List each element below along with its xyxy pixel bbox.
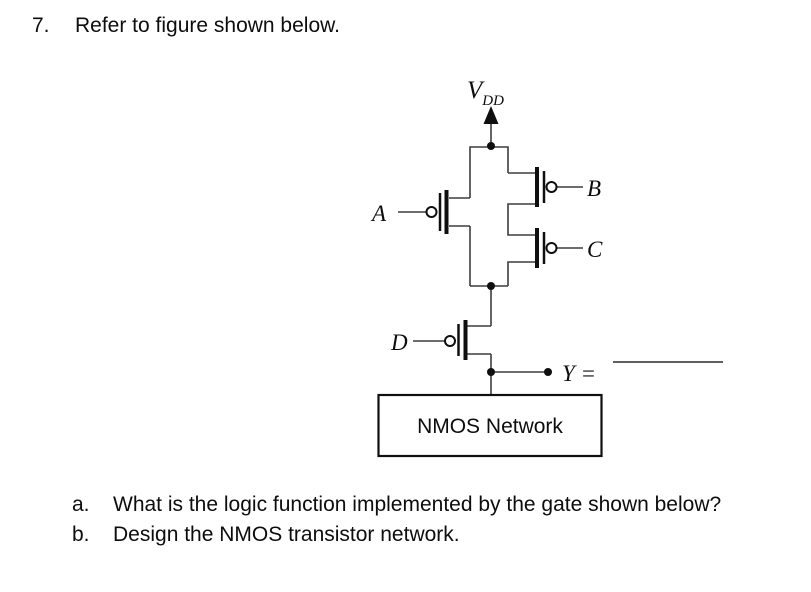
question-number: 7. [32,14,50,37]
output-label-y: Y = [562,361,596,386]
subquestion-b-text: Design the NMOS transistor network. [113,523,460,546]
subquestions: a. What is the logic function implemented… [72,490,721,550]
nmos-network-label: NMOS Network [417,415,563,438]
pmos-transistor-b [535,167,558,207]
vdd-label: VDD [467,77,504,109]
pmos-transistor-a [425,190,449,234]
vdd-arrow-icon [483,106,499,124]
vdd-label-main: V [467,77,485,104]
wire-top-rail [469,146,509,198]
junction-dot-output-left [487,368,495,376]
subquestion-a: a. What is the logic function implemented… [72,490,721,520]
junction-dot-vdd [487,142,495,150]
subquestion-a-marker: a. [72,493,90,516]
input-label-d: D [390,330,408,355]
b-gate-bubble-icon [545,181,558,193]
nmos-network-box: NMOS Network [377,393,603,458]
input-label-a: A [370,201,387,226]
junction-dot-bottom-rail [487,282,495,290]
pmos-transistor-d [444,320,468,360]
input-label-c: C [587,237,603,262]
pmos-transistor-c [535,228,558,268]
junction-dot-output-right [544,368,552,376]
cmos-circuit-figure: VDD A B C D Y = NMOS Network [370,77,723,458]
junction-dots [487,142,552,376]
wire-c-drain-down [507,261,537,286]
wire-b-to-c [507,203,537,236]
a-gate-bubble-icon [425,206,438,218]
subquestion-b-marker: b. [72,523,90,546]
circuit-wires [398,121,583,396]
input-label-b: B [587,176,601,201]
question-text: Refer to figure shown below. [75,14,340,37]
c-gate-bubble-icon [545,242,558,254]
question-title: 7. Refer to figure shown below. [32,12,340,39]
subquestion-a-text: What is the logic function implemented b… [113,493,722,516]
subquestion-b: b. Design the NMOS transistor network. [72,520,721,550]
d-gate-bubble-icon [444,335,456,347]
vdd-label-sub: DD [481,93,504,109]
